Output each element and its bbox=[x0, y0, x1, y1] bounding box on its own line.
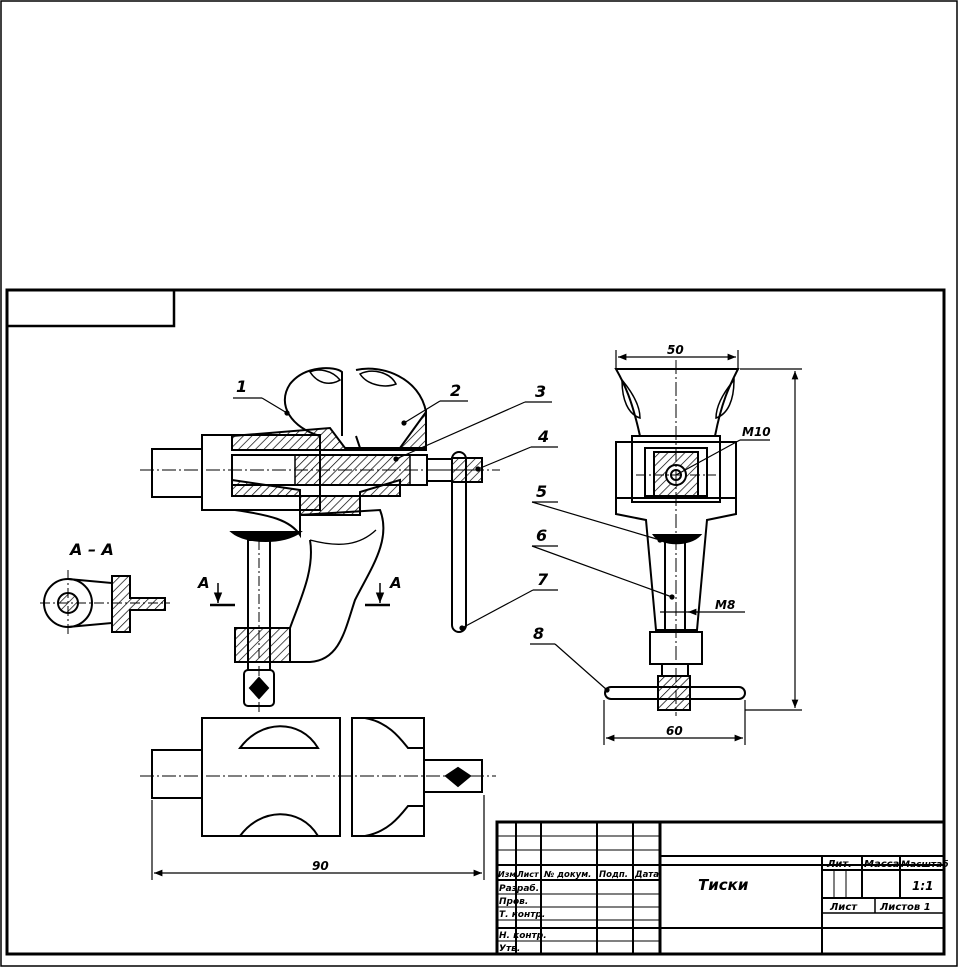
tb-header-doc: № докум. bbox=[543, 870, 591, 880]
part-number-3: 3 bbox=[535, 382, 546, 401]
tb-title: Тиски bbox=[698, 876, 749, 894]
tb-header-date: Дата bbox=[634, 870, 659, 880]
section-aa-view bbox=[40, 570, 170, 636]
dimension-lines bbox=[151, 350, 802, 880]
part-number-5: 5 bbox=[536, 482, 547, 501]
section-aa-title: А – А bbox=[68, 540, 114, 559]
drawing-frame bbox=[5, 288, 946, 956]
tb-masshtab: Масштаб bbox=[901, 859, 949, 870]
dim-length: 90 bbox=[312, 859, 329, 873]
tb-header-list: Лист bbox=[516, 870, 540, 879]
tb-row-tkontr: Т. контр. bbox=[499, 910, 545, 920]
tb-row-prov: Пров. bbox=[499, 897, 528, 907]
tb-listov: Листов 1 bbox=[879, 902, 931, 913]
tb-header-izm: Изм. bbox=[498, 870, 519, 879]
part-number-4: 4 bbox=[537, 427, 549, 446]
part-number-8: 8 bbox=[533, 624, 544, 643]
tb-row-razrab: Разраб. bbox=[499, 883, 539, 894]
title-block-texts: Изм. Лист № докум. Подп. Дата Разраб. Пр… bbox=[498, 859, 949, 954]
section-markers bbox=[210, 583, 390, 607]
tb-scale: 1:1 bbox=[912, 879, 934, 893]
part-number-7: 7 bbox=[537, 570, 549, 589]
dim-thread-screw: M10 bbox=[742, 425, 771, 439]
tb-row-utv: Утв. bbox=[499, 944, 520, 954]
side-view bbox=[604, 360, 746, 716]
dim-thread-clamp: M8 bbox=[715, 598, 735, 612]
tb-header-sign: Подп. bbox=[599, 870, 628, 880]
section-marker-left: А bbox=[197, 574, 210, 592]
dim-width-handle: 60 bbox=[666, 724, 683, 738]
title-block bbox=[495, 820, 946, 956]
front-view bbox=[140, 367, 500, 715]
dim-width-top: 50 bbox=[667, 343, 684, 357]
section-marker-right: А bbox=[389, 574, 402, 592]
part-leaders bbox=[233, 397, 675, 693]
part-number-1: 1 bbox=[236, 377, 247, 396]
part-number-2: 2 bbox=[450, 381, 461, 400]
tb-lit: Лит. bbox=[826, 859, 852, 870]
part-number-6: 6 bbox=[536, 526, 547, 545]
tb-massa: Масса bbox=[864, 859, 900, 870]
tb-row-nkontr: Н. контр. bbox=[499, 931, 547, 941]
tb-list: Лист bbox=[829, 902, 858, 913]
top-view bbox=[140, 717, 496, 837]
